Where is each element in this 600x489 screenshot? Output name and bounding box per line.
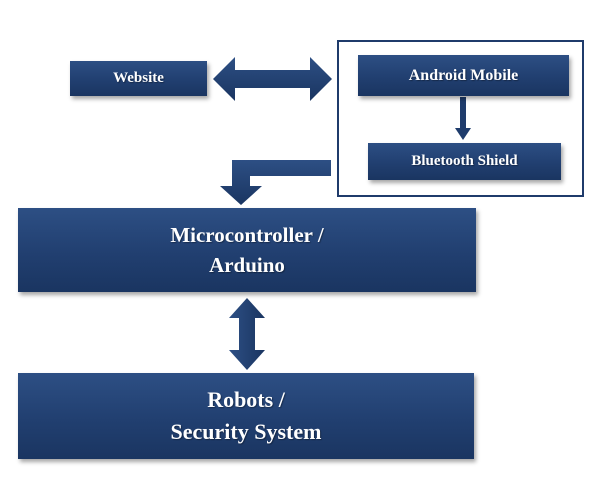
bluetooth-shield-label: Bluetooth Shield <box>411 153 518 169</box>
robots-label-line2: Security System <box>170 419 322 444</box>
website-android-double-arrow <box>213 57 332 101</box>
website-label: Website <box>113 70 164 86</box>
bluetooth-to-microcontroller-bent-arrow <box>220 160 331 205</box>
microcontroller-label-line2: Arduino <box>209 253 285 277</box>
microcontroller-node: Microcontroller / Arduino <box>18 208 476 292</box>
microcontroller-robots-double-arrow <box>229 298 265 370</box>
robots-node: Robots / Security System <box>18 373 474 459</box>
android-to-bluetooth-arrow <box>455 97 471 140</box>
bluetooth-shield-node: Bluetooth Shield <box>368 143 561 180</box>
website-node: Website <box>70 61 207 96</box>
robots-label-line1: Robots / <box>207 387 285 413</box>
microcontroller-label-line1: Microcontroller / <box>170 222 324 247</box>
android-mobile-node: Android Mobile <box>358 55 569 96</box>
android-mobile-label: Android Mobile <box>408 66 519 84</box>
